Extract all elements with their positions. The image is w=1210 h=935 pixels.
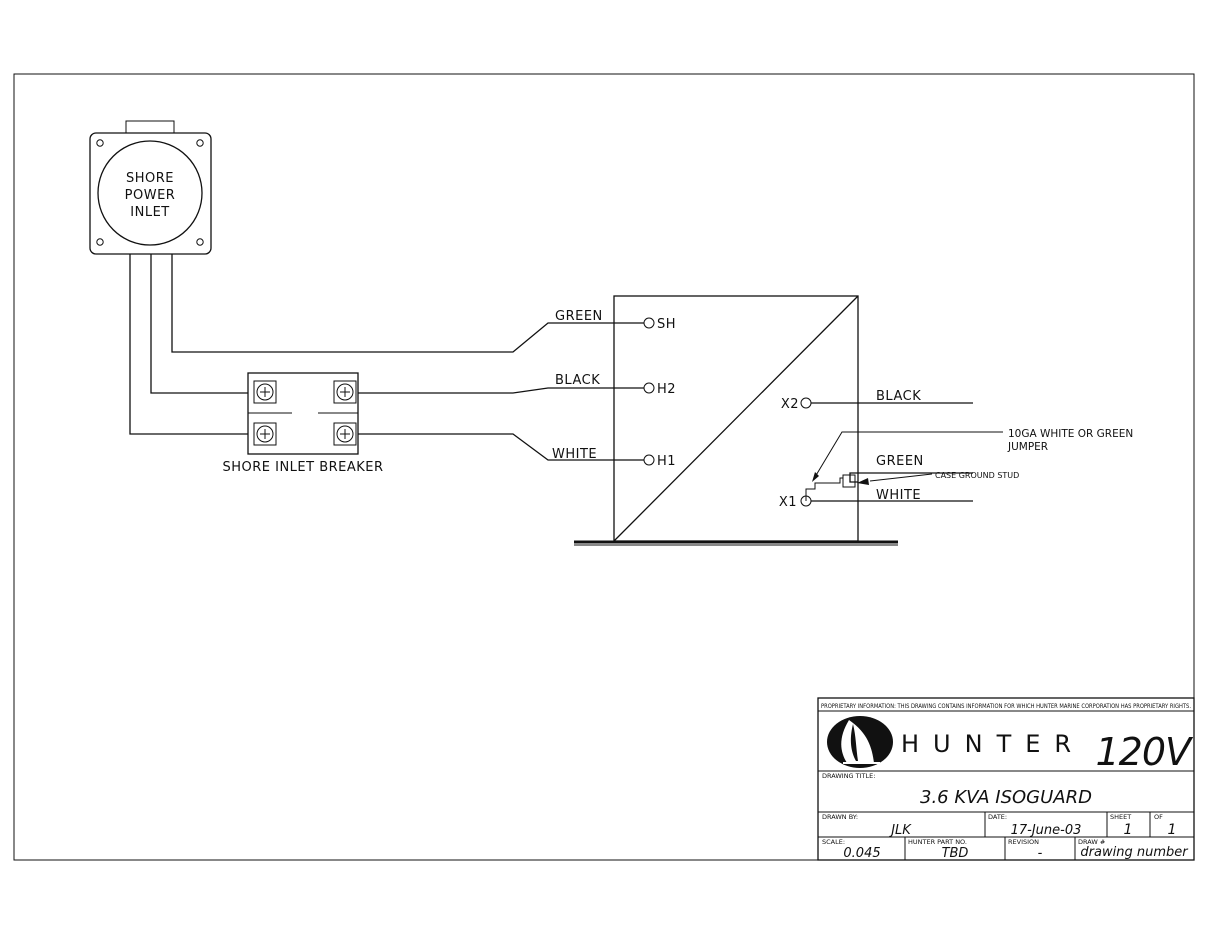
sheet-label: SHEET <box>1110 813 1131 821</box>
secondary-label-white: WHITE <box>876 488 921 503</box>
terminal-x2-label: X2 <box>781 397 799 412</box>
terminal-h1-icon <box>643 454 655 466</box>
date-value: 17-June-03 <box>1011 823 1082 838</box>
inlet-wires <box>129 254 644 461</box>
breaker-terminal-icon <box>333 380 357 404</box>
breaker-terminal-icon <box>333 422 357 446</box>
revision-value: - <box>1038 846 1043 861</box>
terminal-sh-label: SH <box>657 317 676 332</box>
wire-label-white: WHITE <box>552 447 597 462</box>
draw-no-value: drawing number <box>1080 845 1189 860</box>
terminal-h1-label: H1 <box>657 454 676 469</box>
terminal-h2-label: H2 <box>657 382 676 397</box>
wire-label-black: BLACK <box>555 373 600 388</box>
part-no-value: TBD <box>942 846 969 861</box>
inlet-label-line1: SHORE <box>126 171 174 186</box>
jumper-note-line1: 10GA WHITE OR GREEN <box>1008 428 1133 440</box>
scale-value: 0.045 <box>843 846 880 861</box>
draw-no-label: DRAW # <box>1078 838 1105 846</box>
part-no-label: HUNTER PART NO. <box>908 838 967 846</box>
revision-label: REVISION <box>1008 838 1039 846</box>
title-block: PROPRIETARY INFORMATION: THIS DRAWING CO… <box>817 697 1195 861</box>
secondary-wires <box>805 402 1003 502</box>
terminal-x1-label: X1 <box>779 495 797 510</box>
sheet-border <box>13 73 1195 861</box>
shore-power-inlet: SHORE POWER INLET <box>89 120 212 255</box>
of-label: OF <box>1154 813 1163 821</box>
breaker-label: SHORE INLET BREAKER <box>222 460 383 475</box>
brand-name: HUNTER <box>901 730 1085 758</box>
breaker-terminal-icon <box>253 422 277 446</box>
case-ground-note: CASE GROUND STUD <box>935 471 1019 480</box>
secondary-label-green: GREEN <box>876 454 924 469</box>
breaker-terminal-icon <box>253 380 277 404</box>
date-label: DATE: <box>988 813 1007 821</box>
shore-inlet-breaker: SHORE INLET BREAKER <box>222 372 383 475</box>
isolation-transformer: SH H2 H1 X2 X1 <box>574 295 898 546</box>
voltage-rating: 120V <box>1095 730 1194 774</box>
wire-label-green: GREEN <box>555 309 603 324</box>
terminal-sh-icon <box>643 317 655 329</box>
drawing-title-label: DRAWING TITLE: <box>822 772 875 780</box>
terminal-x2-icon <box>800 397 812 409</box>
sheet-value: 1 <box>1124 822 1133 838</box>
drawing-title: 3.6 KVA ISOGUARD <box>920 787 1092 808</box>
drawn-by-label: DRAWN BY: <box>822 813 858 821</box>
drawn-by-value: JLK <box>888 823 912 838</box>
jumper-note-line2: JUMPER <box>1007 441 1048 453</box>
proprietary-notice: PROPRIETARY INFORMATION: THIS DRAWING CO… <box>821 703 1191 710</box>
hunter-logo-icon <box>827 716 893 768</box>
of-value: 1 <box>1168 822 1177 838</box>
scale-label: SCALE: <box>822 838 845 846</box>
secondary-label-black: BLACK <box>876 389 921 404</box>
terminal-h2-icon <box>643 382 655 394</box>
inlet-label-line2: POWER <box>125 188 176 203</box>
inlet-label-line3: INLET <box>130 205 169 220</box>
